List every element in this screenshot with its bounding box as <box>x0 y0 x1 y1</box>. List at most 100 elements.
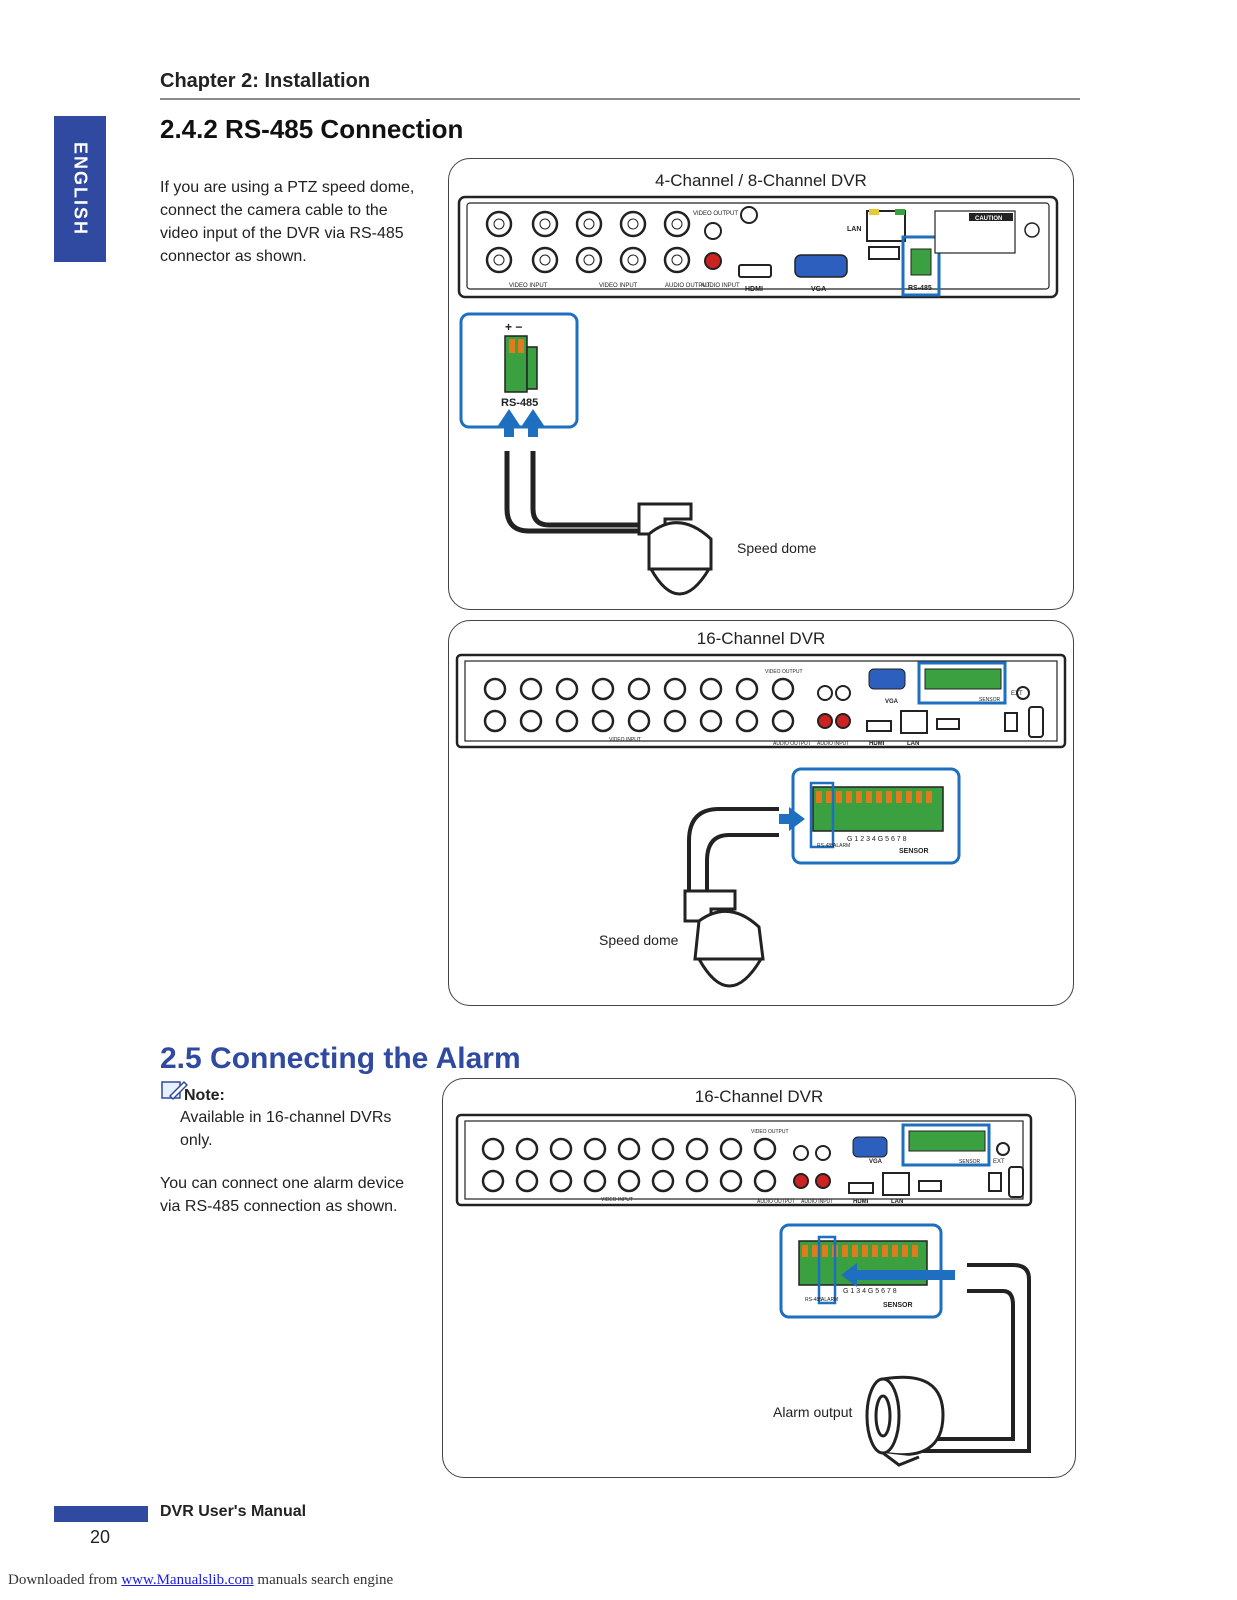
label-audio-output: AUDIO OUTPUT <box>773 741 811 747</box>
caption-speed-dome: Speed dome <box>737 540 817 556</box>
label-lan: LAN <box>891 1199 903 1205</box>
label-vga: VGA <box>869 1159 883 1165</box>
label-hdmi: HDMI <box>869 741 885 747</box>
rs485-paragraph-line: If you are using a PTZ speed dome, <box>160 179 415 196</box>
cable-2 <box>705 833 779 891</box>
rs485-paragraph-line: connector as shown. <box>160 248 307 265</box>
section-heading-alarm: 2.5 Connecting the Alarm <box>160 1042 521 1075</box>
manualslib-link[interactable]: www.Manualslib.com <box>121 1572 254 1588</box>
label-audio-output: AUDIO OUTPUT <box>665 283 711 289</box>
panel-title: 16-Channel DVR <box>694 1087 824 1106</box>
label-vga: VGA <box>811 286 826 293</box>
bnc-connectors <box>481 1137 777 1193</box>
alarm-siren-icon <box>865 1375 945 1467</box>
cable-2 <box>530 451 649 528</box>
usb-port <box>936 718 960 730</box>
terminal-highlight <box>917 661 1007 705</box>
vga-port <box>868 668 906 690</box>
terminal-screws <box>816 791 932 803</box>
zoom-label-sensor: SENSOR <box>883 1302 913 1309</box>
rca-jacks <box>793 1145 831 1189</box>
alarm-cable-2 <box>913 1289 1015 1441</box>
usb-port <box>868 246 900 260</box>
panel-title: 16-Channel DVR <box>696 629 826 648</box>
label-video-input-1: VIDEO INPUT <box>509 283 548 289</box>
section-heading-rs485: 2.4.2 RS-485 Connection <box>160 114 464 144</box>
alarm-paragraph-line: You can connect one alarm device <box>160 1175 405 1192</box>
bnc-connectors <box>485 206 758 274</box>
rs485-paragraph-line: connect the camera cable to the <box>160 202 388 219</box>
zoom-polarity: + − <box>505 320 522 334</box>
label-video-input: VIDEO INPUT <box>609 737 641 743</box>
zoom-pins: G 1 2 3 4 G 5 6 7 8 <box>847 836 907 843</box>
footer-bar <box>54 1506 148 1522</box>
label-video-output: VIDEO OUTPUT <box>751 1129 789 1135</box>
label-audio-input: AUDIO INPUT <box>801 1199 833 1205</box>
left-arrow <box>841 1263 955 1287</box>
bnc-connectors <box>483 677 795 733</box>
terminal-strip <box>924 668 1002 690</box>
note-text-line: only. <box>180 1132 213 1149</box>
speed-dome-icon <box>637 502 713 596</box>
zoom-label-rs485: RS-485 <box>805 1297 822 1303</box>
note-text: Available in 16-channel DVRs only. <box>180 1106 440 1152</box>
zoom-label-alarm: ALARM <box>821 1297 838 1303</box>
alarm-paragraph-line: via RS-485 connection as shown. <box>160 1198 398 1215</box>
footer-manual-title: DVR User's Manual <box>160 1503 307 1520</box>
label-video-output: VIDEO OUTPUT <box>693 211 738 217</box>
vga-port <box>852 1136 888 1158</box>
cable-1 <box>687 807 779 891</box>
alarm-cable-1 <box>913 1263 1031 1453</box>
label-lan: LAN <box>847 226 861 233</box>
note-pencil-icon <box>160 1078 189 1102</box>
usb-port <box>918 1180 942 1192</box>
cable-1 <box>504 451 649 534</box>
chapter-title: Chapter 2: Installation <box>160 70 371 92</box>
label-sensor: SENSOR <box>959 1159 981 1165</box>
label-hdmi: HDMI <box>853 1199 869 1205</box>
rs485-paragraph-line: video input of the DVR via RS-485 <box>160 225 404 242</box>
label-video-output: VIDEO OUTPUT <box>765 669 803 675</box>
terminal-highlight <box>901 1123 991 1167</box>
dvr-back-panel <box>457 195 1059 299</box>
hdmi-port <box>738 264 772 278</box>
download-suffix: manuals search engine <box>253 1572 394 1588</box>
label-video-input-2: VIDEO INPUT <box>599 283 638 289</box>
dvr-16-diagram-rs485: VIDEO OUTPUT VIDEO INPUT AUDIO OUTPUT AU… <box>455 653 1067 988</box>
caption-alarm-output: Alarm output <box>773 1404 852 1420</box>
zoom-label-alarm: ALARM <box>833 843 850 849</box>
zoom-label-sensor: SENSOR <box>899 848 929 855</box>
right-arrow <box>779 807 805 831</box>
panel-16-channel-dvr-alarm: 16-Channel DVR VIDEO OUTPUT VIDEO INPUT … <box>442 1078 1076 1478</box>
header-rule <box>160 98 1080 100</box>
panel-16-channel-dvr-rs485: 16-Channel DVR VIDEO OUTPUT VIDEO INPUT … <box>448 620 1074 1006</box>
side-tab-label: ENGLISH <box>70 141 91 237</box>
download-credit: Downloaded from www.Manualslib.com manua… <box>8 1572 393 1589</box>
page-number: 20 <box>90 1527 111 1547</box>
rs485-paragraph: If you are using a PTZ speed dome, conne… <box>160 176 440 268</box>
lan-port <box>882 1172 910 1196</box>
label-sensor: SENSOR <box>979 697 1001 703</box>
label-video-input: VIDEO INPUT <box>601 1197 633 1203</box>
hdmi-port <box>866 720 892 732</box>
label-audio-output: AUDIO OUTPUT <box>757 1199 795 1205</box>
label-lan: LAN <box>907 741 919 747</box>
up-arrows <box>497 409 545 437</box>
lan-port <box>900 710 928 734</box>
lan-port <box>866 210 906 242</box>
speed-dome-icon <box>683 889 765 988</box>
hdmi-port <box>848 1182 874 1194</box>
rs485-pin-highlight <box>809 781 835 849</box>
label-vga: VGA <box>885 699 899 705</box>
rs485-highlight <box>901 235 941 297</box>
dvr-16-diagram-alarm: VIDEO OUTPUT VIDEO INPUT AUDIO OUTPUT AU… <box>455 1113 1033 1467</box>
alarm-paragraph: You can connect one alarm device via RS-… <box>160 1172 440 1218</box>
label-ext: EXT <box>1011 691 1023 697</box>
note-label: Note: <box>184 1087 225 1104</box>
label-hdmi: HDMI <box>745 286 763 293</box>
panel-title: 4-Channel / 8-Channel DVR <box>655 171 867 190</box>
vga-port <box>794 254 848 278</box>
label-audio-input: AUDIO INPUT <box>701 283 740 289</box>
note-text-line: Available in 16-channel DVRs <box>180 1109 392 1126</box>
download-prefix: Downloaded from <box>8 1572 122 1588</box>
